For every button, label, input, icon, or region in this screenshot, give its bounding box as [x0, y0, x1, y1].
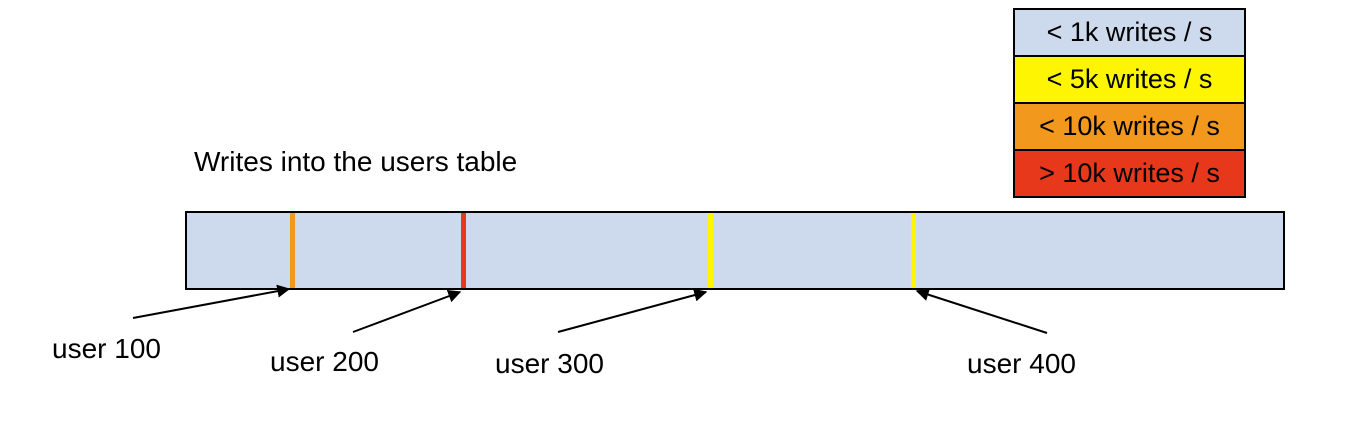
write-hotspot-marker [910, 213, 916, 288]
diagram-title: Writes into the users table [194, 146, 518, 177]
user-200-label: user 200 [270, 346, 379, 377]
user-400-label: user 400 [967, 348, 1076, 379]
write-hotspot-marker [289, 213, 295, 288]
write-hotspot-marker [707, 213, 713, 288]
legend-item-gt-10k: > 10k writes / s [1013, 149, 1246, 198]
legend-item-label: < 5k writes / s [1046, 64, 1213, 94]
callout-arrow [557, 288, 708, 333]
legend-item-label: < 10k writes / s [1039, 111, 1220, 141]
legend-item-label: < 1k writes / s [1046, 17, 1213, 47]
callout-arrow [915, 288, 1048, 334]
callout-arrow [352, 290, 462, 333]
legend-item-label: > 10k writes / s [1039, 158, 1220, 188]
users-table-bar [185, 211, 1285, 290]
legend-item-lt-10k: < 10k writes / s [1013, 102, 1246, 151]
user-300-label: user 300 [495, 348, 604, 379]
user-100-label: user 100 [52, 333, 161, 364]
legend-item-lt-5k: < 5k writes / s [1013, 55, 1246, 104]
callout-arrow [132, 284, 291, 319]
legend-item-lt-1k: < 1k writes / s [1013, 8, 1246, 57]
write-rate-legend: < 1k writes / s < 5k writes / s < 10k wr… [1013, 8, 1246, 198]
write-hotspot-marker [460, 213, 466, 288]
